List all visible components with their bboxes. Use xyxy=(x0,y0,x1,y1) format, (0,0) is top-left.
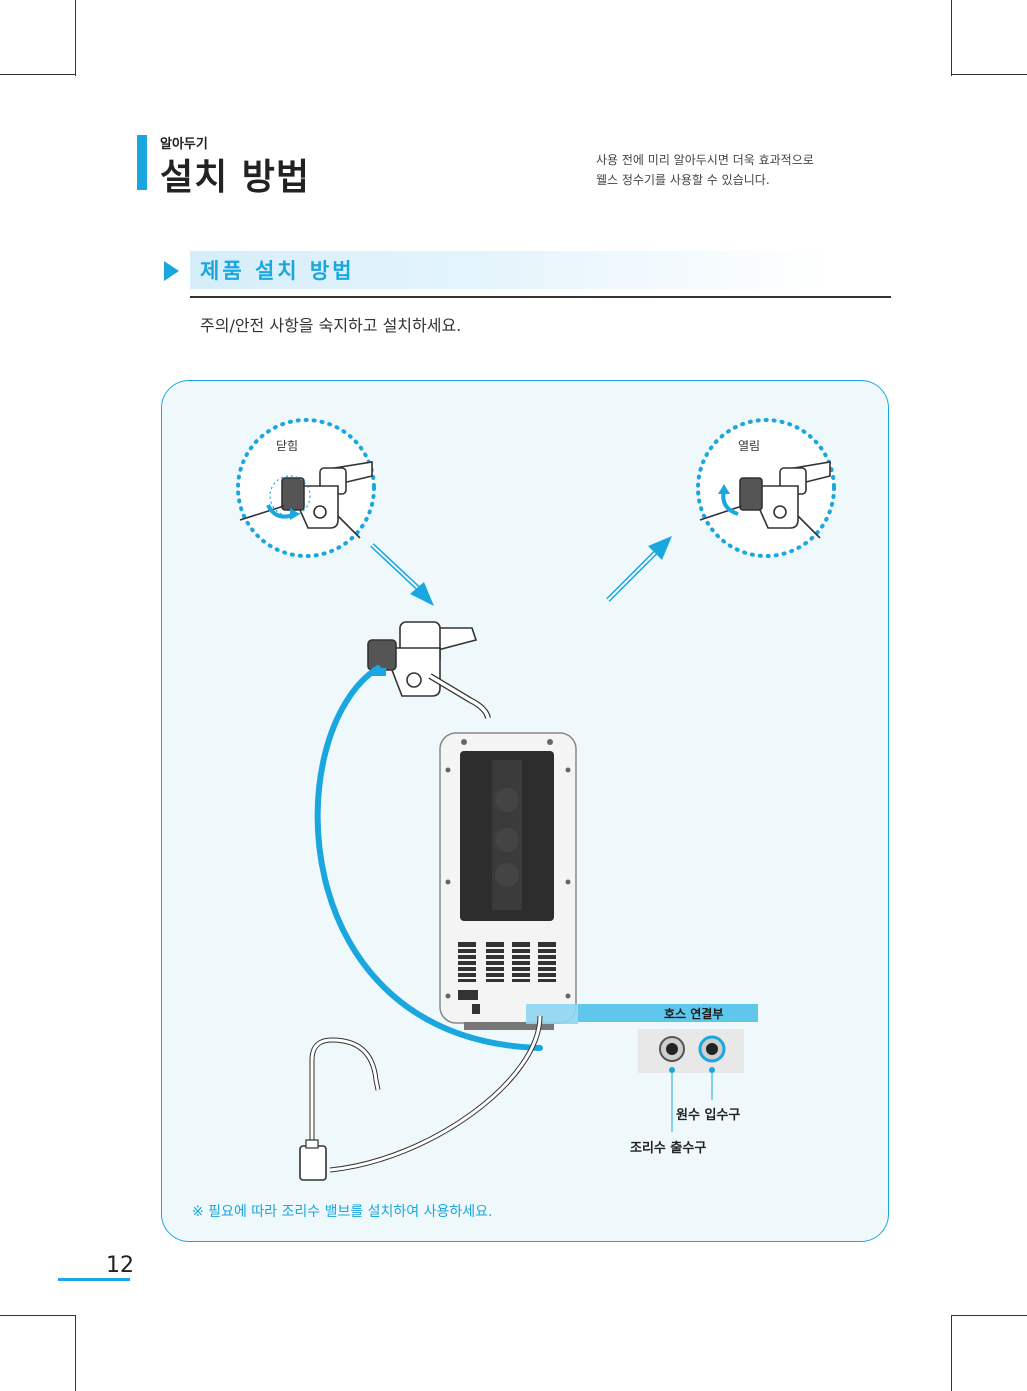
open-valve-detail xyxy=(696,418,836,558)
page-kicker: 알아두기 xyxy=(160,137,208,152)
crop-mark xyxy=(0,74,76,75)
section-heading-band xyxy=(190,251,830,289)
crop-mark xyxy=(75,0,76,76)
intro-line-1: 사용 전에 미리 알아두시면 더욱 효과적으로 xyxy=(596,153,814,167)
hose-connection-bar xyxy=(578,1004,758,1022)
arrow-down-right-icon xyxy=(370,543,434,606)
open-label: 열림 xyxy=(738,439,761,453)
intro-text: 사용 전에 미리 알아두시면 더욱 효과적으로 웰스 정수기를 사용할 수 있습… xyxy=(596,150,814,190)
crop-mark xyxy=(951,1315,1027,1316)
raw-water-inlet-label: 원수 입수구 xyxy=(676,1108,741,1123)
page-title: 설치 방법 xyxy=(160,157,311,198)
section-arrow-icon xyxy=(164,261,179,281)
crop-mark xyxy=(75,1315,76,1391)
hose-connection-detail xyxy=(638,1029,744,1132)
title-accent-bar xyxy=(137,135,147,190)
closed-valve-detail xyxy=(236,418,376,558)
diagram-footnote: ※ 필요에 따라 조리수 밸브를 설치하여 사용하세요. xyxy=(192,1204,493,1220)
cooking-water-valve xyxy=(299,1015,543,1181)
section-note: 주의/안전 사항을 숙지하고 설치하세요. xyxy=(200,316,462,335)
crop-mark xyxy=(951,1315,952,1391)
section-divider xyxy=(190,296,891,298)
page-number: 12 xyxy=(106,1253,134,1278)
hose-connection-label: 호스 연결부 xyxy=(664,1007,724,1021)
cooking-water-outlet-label: 조리수 출수구 xyxy=(630,1141,707,1156)
intro-line-2: 웰스 정수기를 사용할 수 있습니다. xyxy=(596,173,770,187)
raw-water-hose xyxy=(314,665,543,1051)
page-number-rule xyxy=(58,1278,130,1281)
water-purifier-rear xyxy=(439,732,578,1030)
section-title: 제품 설치 방법 xyxy=(200,259,355,283)
crop-mark xyxy=(951,0,952,76)
faucet-illustration xyxy=(367,621,491,719)
arrow-up-right-icon xyxy=(606,536,672,602)
closed-label: 닫힘 xyxy=(276,439,299,453)
crop-mark xyxy=(0,1315,76,1316)
crop-mark xyxy=(951,74,1027,75)
